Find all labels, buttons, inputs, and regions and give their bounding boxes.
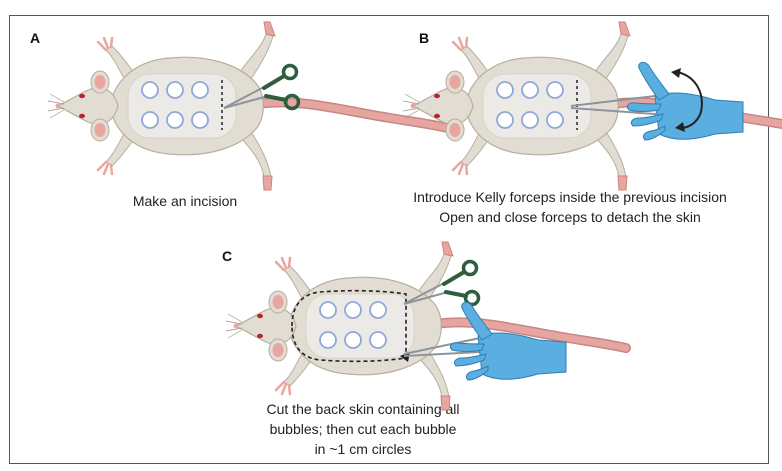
caption-b-line-2: Open and close forceps to detach the ski… — [439, 209, 701, 225]
caption-b: Introduce Kelly forceps inside the previ… — [392, 187, 748, 227]
panel-label-b: B — [419, 30, 430, 46]
caption-c-line-3: in ~1 cm circles — [314, 441, 412, 457]
caption-c-line-2: bubbles; then cut each bubble — [269, 421, 457, 437]
caption-b-line-1: Introduce Kelly forceps inside the previ… — [413, 189, 727, 205]
cut-outline-arrow — [400, 352, 410, 362]
cut-outline — [291, 289, 407, 363]
forceps-c — [403, 337, 481, 357]
caption-a-line-1: Make an incision — [132, 193, 238, 209]
caption-c: Cut the back skin containing all bubbles… — [250, 399, 476, 459]
arrowhead-bottom — [675, 122, 685, 132]
panel-label-c: C — [222, 248, 233, 264]
mouse-c — [226, 242, 626, 410]
mouse-b — [403, 22, 782, 190]
arrowhead-top — [671, 68, 681, 78]
mouse-a — [48, 22, 448, 190]
panel-label-a: A — [30, 30, 41, 46]
open-close-arrow — [676, 71, 703, 129]
caption-c-line-1: Cut the back skin containing all — [266, 401, 460, 417]
caption-a: Make an incision — [100, 191, 270, 211]
